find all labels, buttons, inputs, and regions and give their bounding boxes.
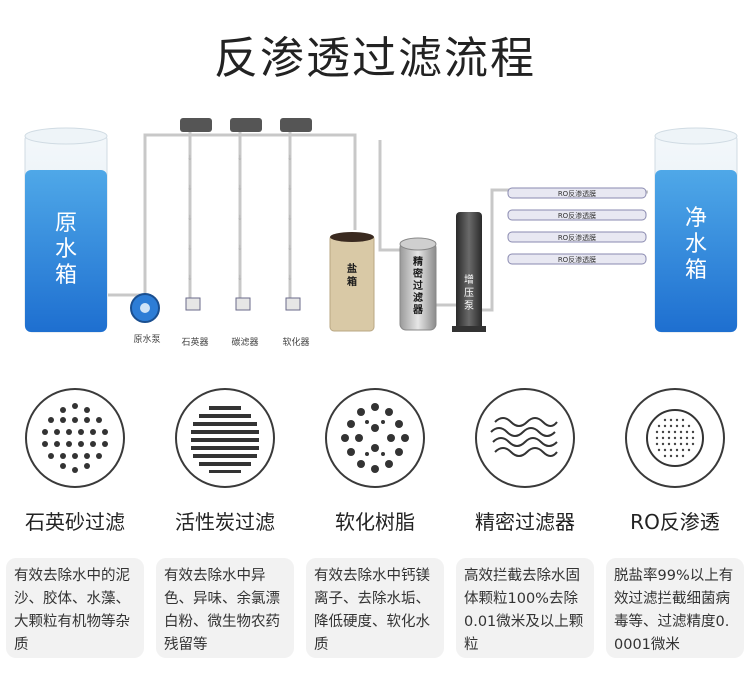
ro-membranes: RO反渗透膜 RO反渗透膜 RO反渗透膜 RO反渗透膜 bbox=[507, 187, 647, 265]
stage-description: 脱盐率99%以上有效过滤拦截细菌病毒等、过滤精度0.0001微米 bbox=[606, 558, 744, 658]
ro-membrane-label: RO反渗透膜 bbox=[558, 211, 596, 220]
ro-membrane-label: RO反渗透膜 bbox=[558, 233, 596, 242]
carbon-filter: 碳滤器 bbox=[230, 118, 262, 348]
stage-description: 有效去除水中的泥沙、胶体、水藻、大颗粒有机物等杂质 bbox=[6, 558, 144, 658]
raw-water-tank: 原水箱 bbox=[24, 127, 108, 333]
raw-pump: 原水泵 bbox=[130, 293, 161, 345]
bar-grid-icon bbox=[175, 388, 275, 488]
resin-beads-icon bbox=[325, 388, 425, 488]
svg-text:↓: ↓ bbox=[187, 274, 193, 282]
booster-pump: 增压泵 bbox=[452, 212, 486, 332]
process-diagram: 原水箱 原水泵 石英器 碳滤器 软化器 ↓ ↓ ↓ ↓ ↓ ↓ ↓ ↓ ↓ ↓ ↓ ↓ ↓ ↓ ↓ 盐箱… bbox=[24, 118, 738, 348]
quartz-filter-label: 石英器 bbox=[181, 336, 208, 348]
svg-text:↓: ↓ bbox=[237, 274, 243, 282]
svg-text:↓: ↓ bbox=[287, 214, 293, 222]
svg-text:↓: ↓ bbox=[237, 154, 243, 162]
stage-reverse-osmosis: RO反渗透 脱盐率99%以上有效过滤拦截细菌病毒等、过滤精度0.0001微米 bbox=[600, 388, 750, 658]
svg-text:↓: ↓ bbox=[237, 214, 243, 222]
stage-description: 高效拦截去除水固体颗粒100%去除0.01微米及以上颗粒 bbox=[456, 558, 594, 658]
wave-lines-icon bbox=[475, 388, 575, 488]
fine-dots-icon bbox=[625, 388, 725, 488]
stage-name: 活性炭过滤 bbox=[175, 510, 275, 534]
stage-name: 精密过滤器 bbox=[475, 510, 575, 534]
ro-membrane-label: RO反渗透膜 bbox=[558, 255, 596, 264]
svg-text:↓: ↓ bbox=[287, 184, 293, 192]
booster-pump-label: 增压泵 bbox=[464, 273, 474, 312]
softener: 软化器 bbox=[280, 118, 312, 348]
stage-name: 软化树脂 bbox=[335, 510, 415, 534]
svg-text:↓: ↓ bbox=[287, 274, 293, 282]
stage-quartz-sand: 石英砂过滤 有效去除水中的泥沙、胶体、水藻、大颗粒有机物等杂质 bbox=[0, 388, 150, 658]
svg-text:↓: ↓ bbox=[287, 154, 293, 162]
ro-membrane-label: RO反渗透膜 bbox=[558, 189, 596, 198]
carbon-filter-label: 碳滤器 bbox=[231, 336, 258, 348]
stage-precision-filter: 精密过滤器 高效拦截去除水固体颗粒100%去除0.01微米及以上颗粒 bbox=[450, 388, 600, 658]
stage-description: 有效去除水中异色、异味、余氯漂白粉、微生物农药残留等 bbox=[156, 558, 294, 658]
quartz-filter: 石英器 bbox=[180, 118, 212, 348]
svg-text:↓: ↓ bbox=[237, 184, 243, 192]
softener-label: 软化器 bbox=[282, 336, 309, 348]
pure-tank-label: 净水箱 bbox=[685, 206, 707, 283]
svg-text:↓: ↓ bbox=[187, 244, 193, 252]
page-title: 反渗透过滤流程 bbox=[214, 33, 536, 84]
raw-pump-label: 原水泵 bbox=[133, 333, 160, 345]
svg-text:↓: ↓ bbox=[287, 244, 293, 252]
stage-description: 有效去除水中钙镁离子、去除水垢、降低硬度、软化水质 bbox=[306, 558, 444, 658]
dot-grid-icon bbox=[25, 388, 125, 488]
stage-activated-carbon: 活性炭过滤 有效去除水中异色、异味、余氯漂白粉、微生物农药残留等 bbox=[150, 388, 300, 658]
stage-name: 石英砂过滤 bbox=[25, 510, 125, 534]
salt-box: 盐箱 bbox=[329, 232, 375, 332]
salt-box-label: 盐箱 bbox=[347, 262, 357, 288]
precision-filter: 精密过滤器 bbox=[399, 237, 437, 331]
svg-text:↓: ↓ bbox=[187, 214, 193, 222]
svg-text:↓: ↓ bbox=[237, 244, 243, 252]
stage-name: RO反渗透 bbox=[630, 510, 720, 534]
raw-tank-label: 原水箱 bbox=[55, 211, 77, 288]
flow-arrows: ↓ ↓ ↓ ↓ ↓ ↓ ↓ ↓ ↓ ↓ ↓ ↓ ↓ ↓ ↓ bbox=[187, 154, 293, 282]
stage-softening-resin: 软化树脂 有效去除水中钙镁离子、去除水垢、降低硬度、软化水质 bbox=[300, 388, 450, 658]
svg-text:↓: ↓ bbox=[187, 154, 193, 162]
svg-text:↓: ↓ bbox=[187, 184, 193, 192]
pure-water-tank: 净水箱 bbox=[654, 127, 738, 333]
precision-filter-label: 精密过滤器 bbox=[412, 255, 424, 316]
